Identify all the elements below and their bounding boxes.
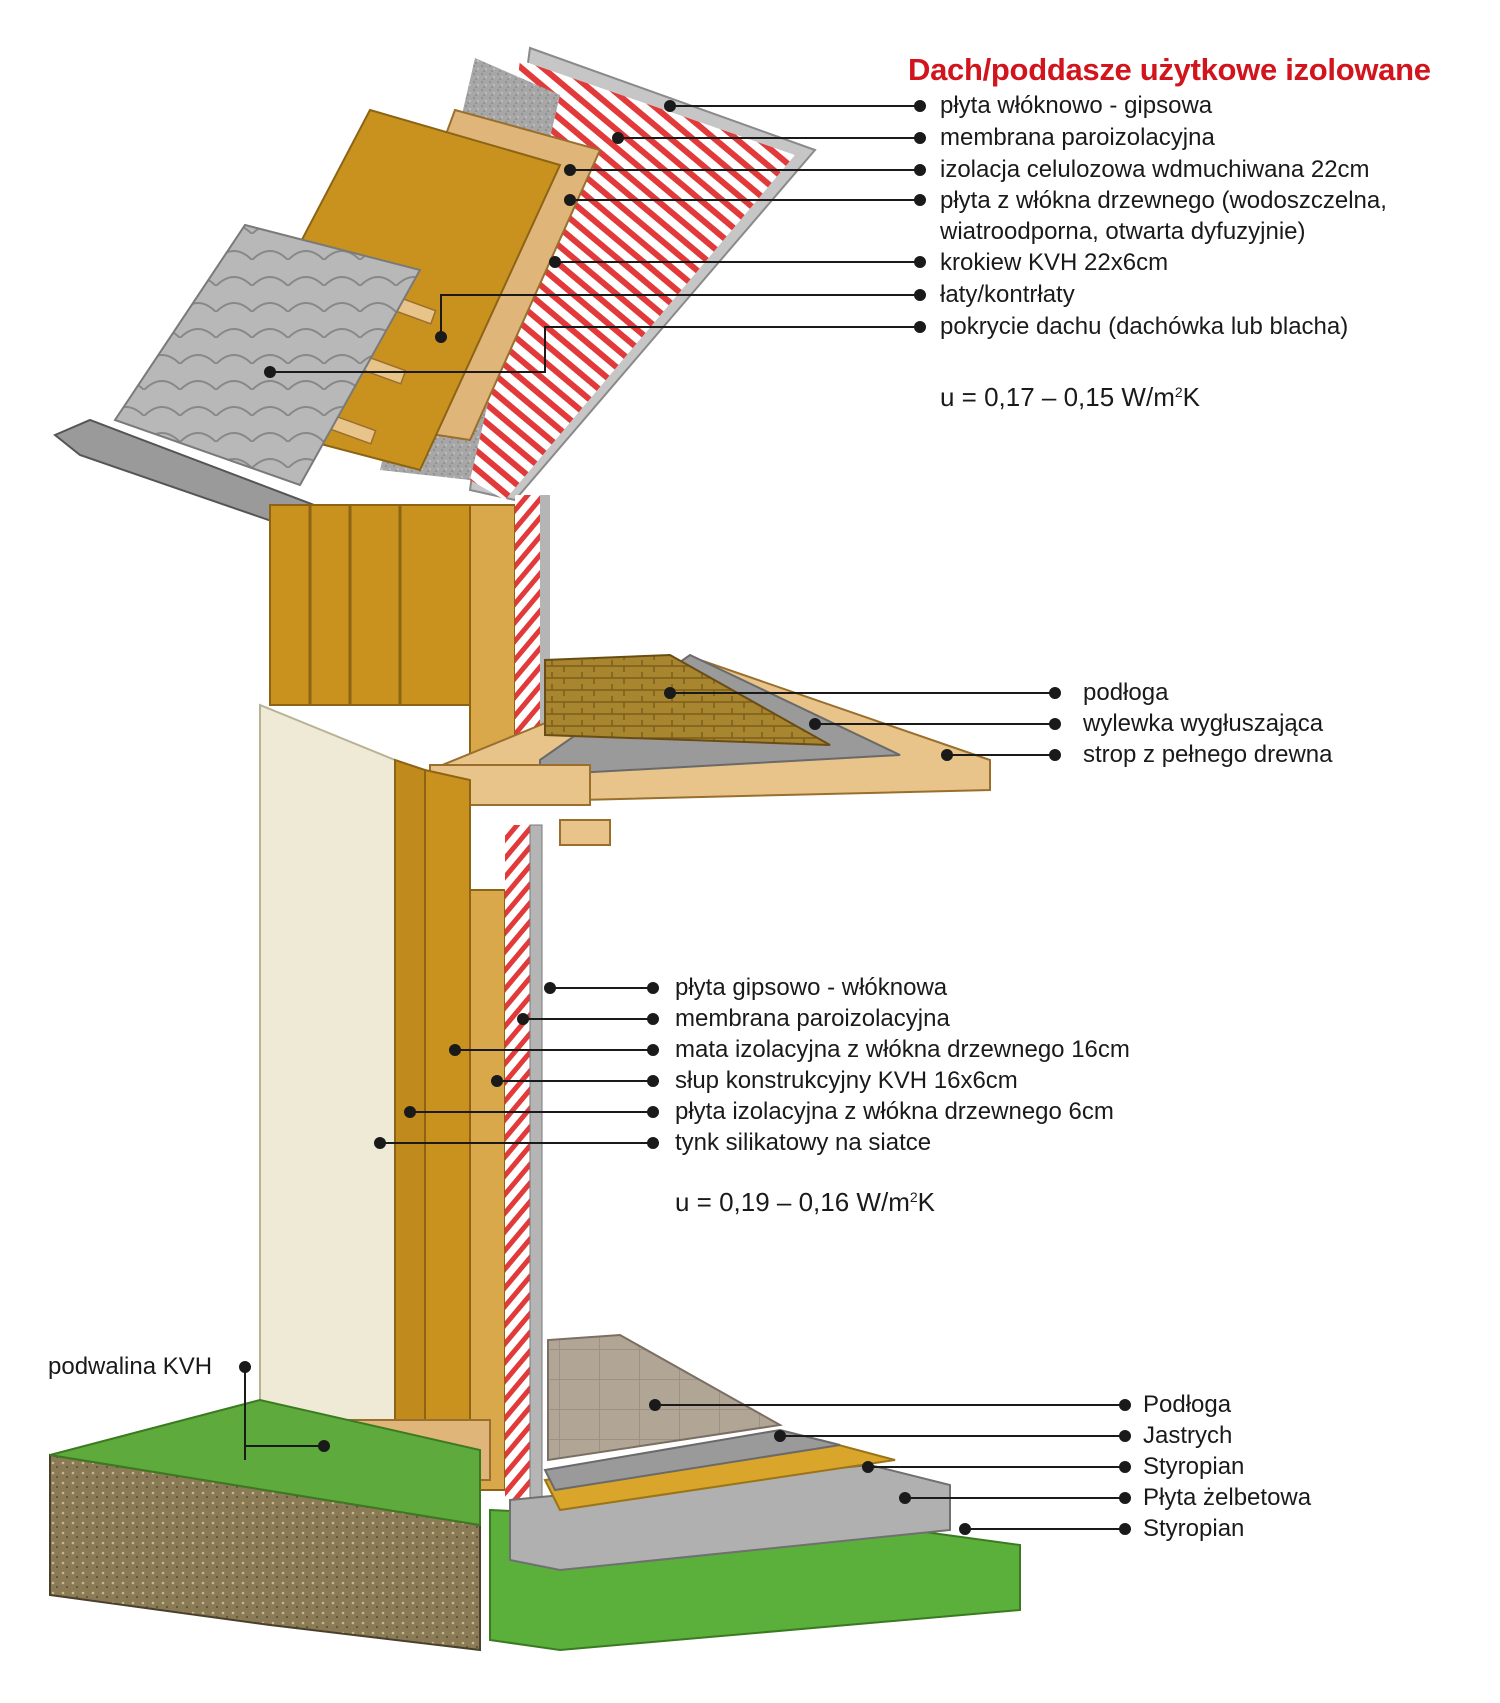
roof-label-wood-fibre-board-2: wiatroodporna, otwarta dyfuzyjnie)	[940, 218, 1306, 245]
wall-label-insulation-mat: mata izolacyjna z włókna drzewnego 16cm	[675, 1036, 1130, 1063]
leader-lines	[239, 100, 1131, 1535]
ceiling-floor-boards	[544, 653, 831, 746]
roof-u-value: u = 0,17 – 0,15 W/m2K	[940, 382, 1200, 412]
foundation-label-styrofoam-bottom: Styropian	[1143, 1515, 1245, 1542]
foundation-label-floor: Podłoga	[1143, 1391, 1232, 1418]
roof-label-cellulose: izolacja celulozowa wdmuchiwana 22cm	[940, 156, 1370, 183]
wall-membrane	[505, 825, 530, 1500]
wall-insulation-mat	[424, 768, 471, 1492]
roof-title: Dach/poddasze użytkowe izolowane	[908, 52, 1431, 87]
roof-label-rafter: krokiew KVH 22x6cm	[940, 249, 1169, 276]
roof-label-roof-covering: pokrycie dachu (dachówka lub blacha)	[940, 313, 1349, 340]
ceiling-label-screed: wylewka wygłuszająca	[1083, 710, 1324, 737]
foundation-section	[49, 1333, 1021, 1652]
wall-label-wood-fibre-board: płyta izolacyjna z włókna drzewnego 6cm	[675, 1098, 1114, 1125]
floor-tiles	[547, 1333, 784, 1462]
upper-wall-studs	[269, 504, 471, 706]
roof-label-gypsum-board: płyta włóknowo - gipsowa	[940, 92, 1213, 119]
wall-label-plaster: tynk silikatowy na siatce	[675, 1129, 932, 1156]
ceiling-label-timber-slab: strop z pełnego drewna	[1083, 741, 1333, 768]
upper-wall-membrane	[515, 495, 540, 770]
foundation-label-styrofoam-top: Styropian	[1143, 1453, 1245, 1480]
upper-wall-section	[269, 495, 550, 776]
wall-wood-fibre-board	[394, 758, 426, 1481]
foundation-label-screed: Jastrych	[1143, 1422, 1233, 1449]
ground-grass	[49, 1398, 481, 1527]
wall-label-stud: słup konstrukcyjny KVH 16x6cm	[675, 1067, 1018, 1094]
foundation-label-concrete-slab: Płyta żelbetowa	[1143, 1484, 1312, 1511]
wall-gypsum-board	[529, 824, 543, 1501]
wall-label-membrane: membrana paroizolacyjna	[675, 1005, 950, 1032]
wall-plaster	[259, 703, 396, 1482]
lower-wall-section	[259, 703, 543, 1501]
roof-tiles	[113, 223, 422, 487]
screed-layer	[543, 1428, 841, 1492]
roof-label-wood-fibre-board-1: płyta z włókna drzewnego (wodoszczelna,	[940, 187, 1387, 214]
roof-section	[53, 46, 817, 557]
sill-label: podwalina KVH	[48, 1353, 213, 1380]
ceiling-section	[429, 653, 991, 846]
wall-label-gypsum-board: płyta gipsowo - włóknowa	[675, 974, 948, 1001]
wall-stud	[469, 889, 506, 1491]
roof-label-vapour-membrane: membrana paroizolacyjna	[940, 124, 1215, 151]
upper-wall-gypsum	[540, 495, 550, 770]
wall-u-value: u = 0,19 – 0,16 W/m2K	[675, 1187, 935, 1217]
ceiling-label-floor: podłoga	[1083, 679, 1169, 706]
roof-label-battens: łaty/kontrłaty	[940, 281, 1075, 308]
